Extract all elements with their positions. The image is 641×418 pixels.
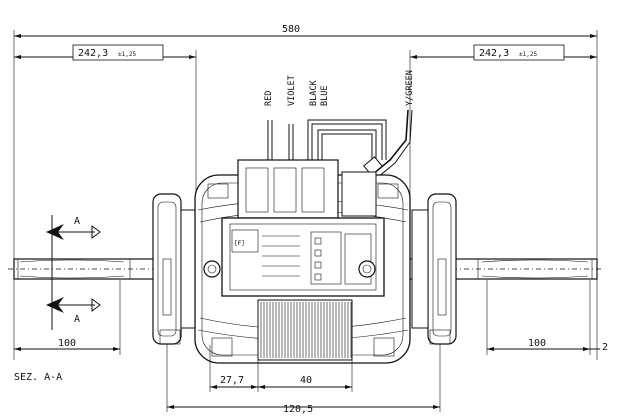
right-end-label: 100 (528, 338, 546, 349)
right-shaft-dimension: 242,3 ±1,25 (409, 44, 597, 200)
body-width-dimension: 120,5 (166, 344, 441, 415)
bottom-screws (207, 183, 399, 357)
terminal-plate: [F] (203, 217, 385, 297)
overall-length-label: 580 (282, 24, 300, 35)
core-width-label: 40 (300, 375, 312, 386)
right-bearing-bracket (411, 193, 457, 345)
section-title: SEZ. A-A (14, 372, 62, 383)
mount-offset-label: 27,7 (220, 375, 244, 386)
left-end-label: 100 (58, 338, 76, 349)
left-bearing-bracket (152, 193, 196, 345)
left-shaft-dimension: 242,3 ±1,25 (14, 44, 197, 200)
section-marker-top: A (46, 215, 101, 330)
lead-wires (267, 109, 413, 183)
section-marker-top-label: A (74, 216, 80, 227)
wire-label-red: RED (264, 91, 274, 106)
body-width-label: 120,5 (283, 404, 313, 415)
stator-laminations (257, 299, 353, 361)
right-offset-label: 2 (602, 342, 608, 353)
left-end-dimension: 100 (14, 280, 121, 355)
svg-text:[F]: [F] (234, 240, 245, 247)
mount-offset-dimension: 27,7 (209, 300, 259, 392)
core-width-dimension: 40 (258, 300, 353, 392)
right-shaft-tolerance: ±1,25 (519, 51, 537, 58)
wire-label-y-green: Y/GREEN (405, 70, 415, 106)
right-shaft-label: 242,3 (479, 48, 509, 59)
section-marker-bottom-label: A (74, 314, 80, 325)
wire-labels: RED VIOLET BLACK BLUE Y/GREEN (264, 70, 415, 106)
wire-label-black: BLACK (309, 80, 319, 106)
left-shaft-tolerance: ±1,25 (118, 51, 136, 58)
left-shaft-label: 242,3 (78, 48, 108, 59)
right-end-dimension: 100 2 (486, 280, 608, 355)
section-marker-bottom: A (46, 297, 101, 325)
terminal-box (237, 159, 377, 219)
wire-label-violet: VIOLET (287, 75, 297, 106)
overall-length-dimension: 580 (13, 24, 598, 360)
wire-label-blue: BLUE (320, 86, 330, 106)
